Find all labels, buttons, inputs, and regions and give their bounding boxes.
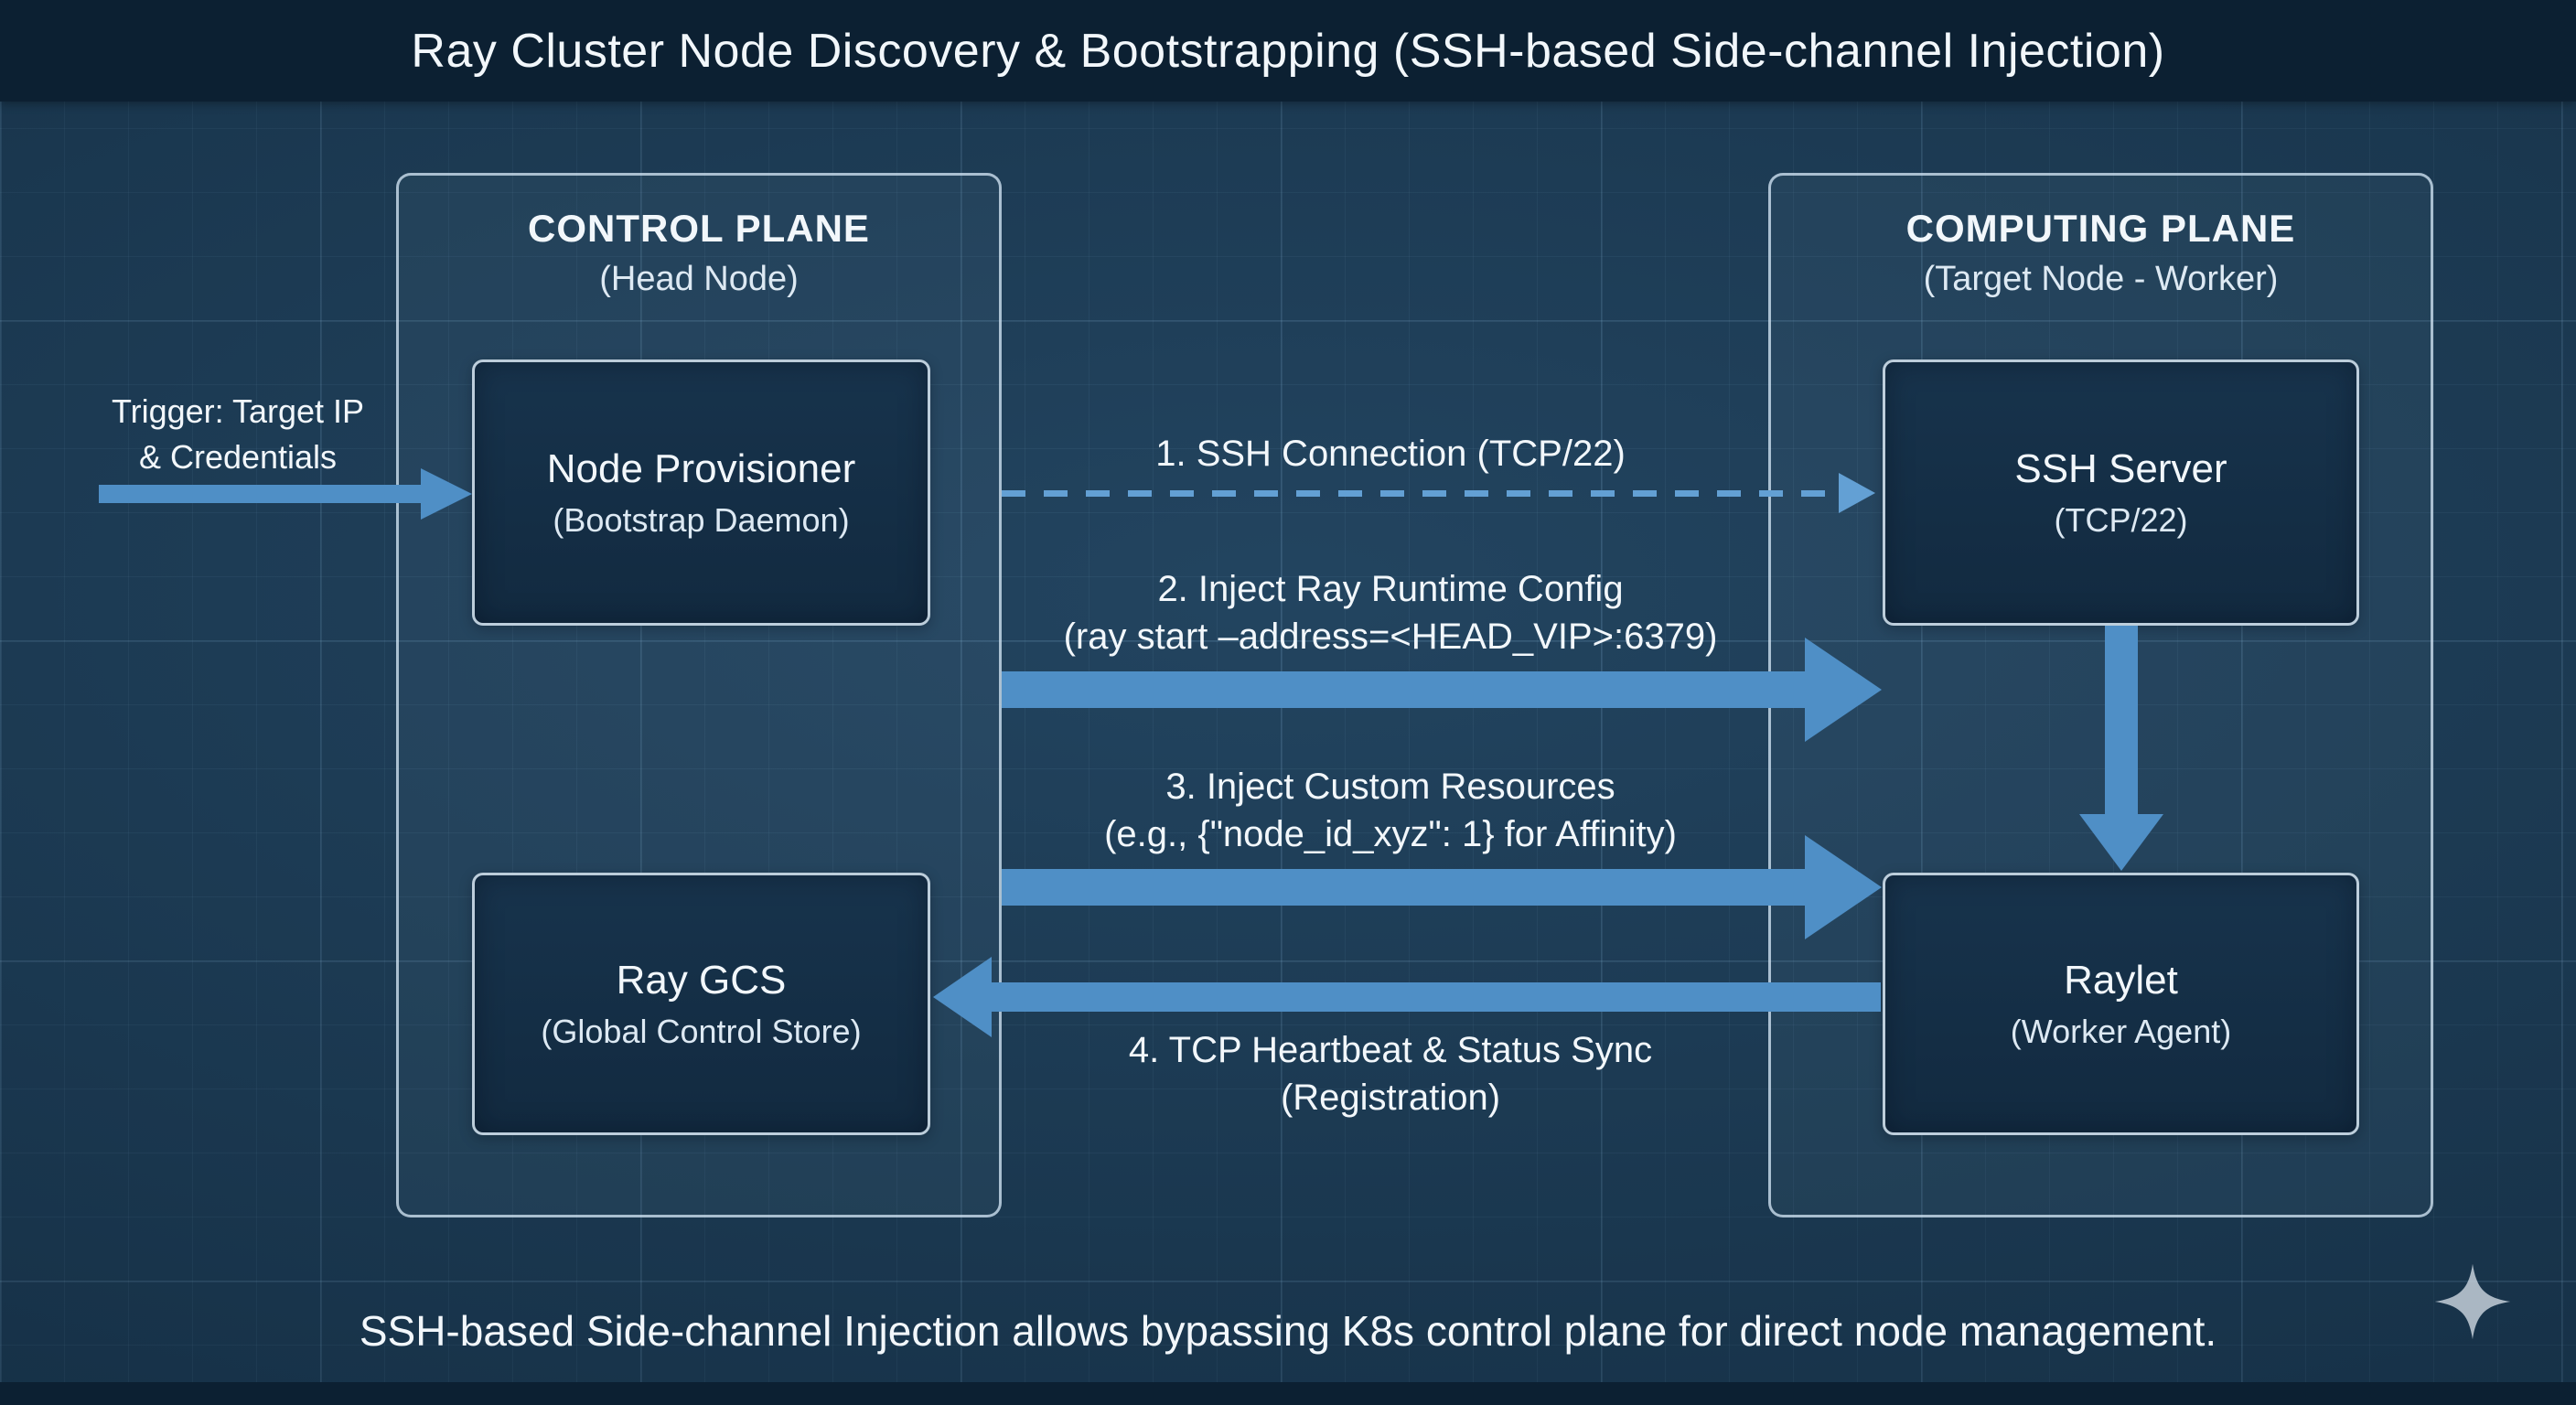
raylet-box: Raylet (Worker Agent) xyxy=(1883,873,2359,1135)
flow1-arrow-body xyxy=(1002,490,1839,497)
ssh-server-title: SSH Server xyxy=(2014,445,2227,491)
flow3-label-line1: 3. Inject Custom Resources xyxy=(1165,767,1615,807)
flow4-label-line1: 4. TCP Heartbeat & Status Sync xyxy=(1128,1030,1653,1070)
flow2-label: 2. Inject Ray Runtime Config (ray start … xyxy=(951,565,1830,660)
ray-gcs-subtitle: (Global Control Store) xyxy=(541,1012,862,1050)
node-provisioner-title: Node Provisioner xyxy=(546,445,856,491)
node-provisioner-subtitle: (Bootstrap Daemon) xyxy=(553,500,850,539)
flow4-label-line2: (Registration) xyxy=(1280,1078,1501,1118)
node-provisioner-box: Node Provisioner (Bootstrap Daemon) xyxy=(472,359,930,626)
footer-caption: SSH-based Side-channel Injection allows … xyxy=(359,1307,2217,1355)
flow4-label: 4. TCP Heartbeat & Status Sync (Registra… xyxy=(951,1026,1830,1121)
ray-gcs-box: Ray GCS (Global Control Store) xyxy=(472,873,930,1135)
control-plane-subtitle: (Head Node) xyxy=(599,260,799,298)
computing-plane-title: COMPUTING PLANE xyxy=(1905,207,2296,250)
flow3-label: 3. Inject Custom Resources (e.g., {"node… xyxy=(951,763,1830,858)
ssh-server-box: SSH Server (TCP/22) xyxy=(1883,359,2359,626)
flow1-arrow-head xyxy=(1839,473,1875,513)
ssh-to-raylet-arrow-body xyxy=(2105,626,2138,814)
trigger-arrow-head xyxy=(421,468,472,520)
flow3-arrow-head xyxy=(1805,835,1882,939)
ssh-to-raylet-arrow-head xyxy=(2079,814,2163,871)
ray-gcs-title: Ray GCS xyxy=(616,957,787,1003)
raylet-subtitle: (Worker Agent) xyxy=(2010,1012,2232,1050)
diagram-title: Ray Cluster Node Discovery & Bootstrappi… xyxy=(411,24,2165,78)
raylet-title: Raylet xyxy=(2064,957,2178,1003)
flow4-arrow-head xyxy=(933,957,992,1037)
trigger-label: Trigger: Target IP & Credentials xyxy=(55,389,421,480)
sparkle-icon xyxy=(2434,1263,2511,1340)
flow1-label: 1. SSH Connection (TCP/22) xyxy=(1155,434,1626,474)
flow2-label-line1: 2. Inject Ray Runtime Config xyxy=(1157,569,1624,609)
flow3-label-line2: (e.g., {"node_id_xyz": 1} for Affinity) xyxy=(1104,814,1677,854)
flow4-arrow-body xyxy=(992,982,1881,1012)
title-bar: Ray Cluster Node Discovery & Bootstrappi… xyxy=(0,0,2576,102)
trigger-arrow-body xyxy=(99,485,421,503)
trigger-label-line1: Trigger: Target IP xyxy=(111,392,365,430)
ssh-server-subtitle: (TCP/22) xyxy=(2054,500,2188,539)
bottom-bar xyxy=(0,1382,2576,1405)
flow2-arrow-head xyxy=(1805,638,1882,742)
flow2-label-line2: (ray start –address=<HEAD_VIP>:6379) xyxy=(1063,617,1718,657)
flow3-arrow-body xyxy=(1002,869,1805,906)
flow2-arrow-body xyxy=(1002,671,1805,708)
control-plane-title: CONTROL PLANE xyxy=(528,207,870,250)
computing-plane-subtitle: (Target Node - Worker) xyxy=(1923,260,2279,298)
trigger-label-line2: & Credentials xyxy=(138,438,338,476)
